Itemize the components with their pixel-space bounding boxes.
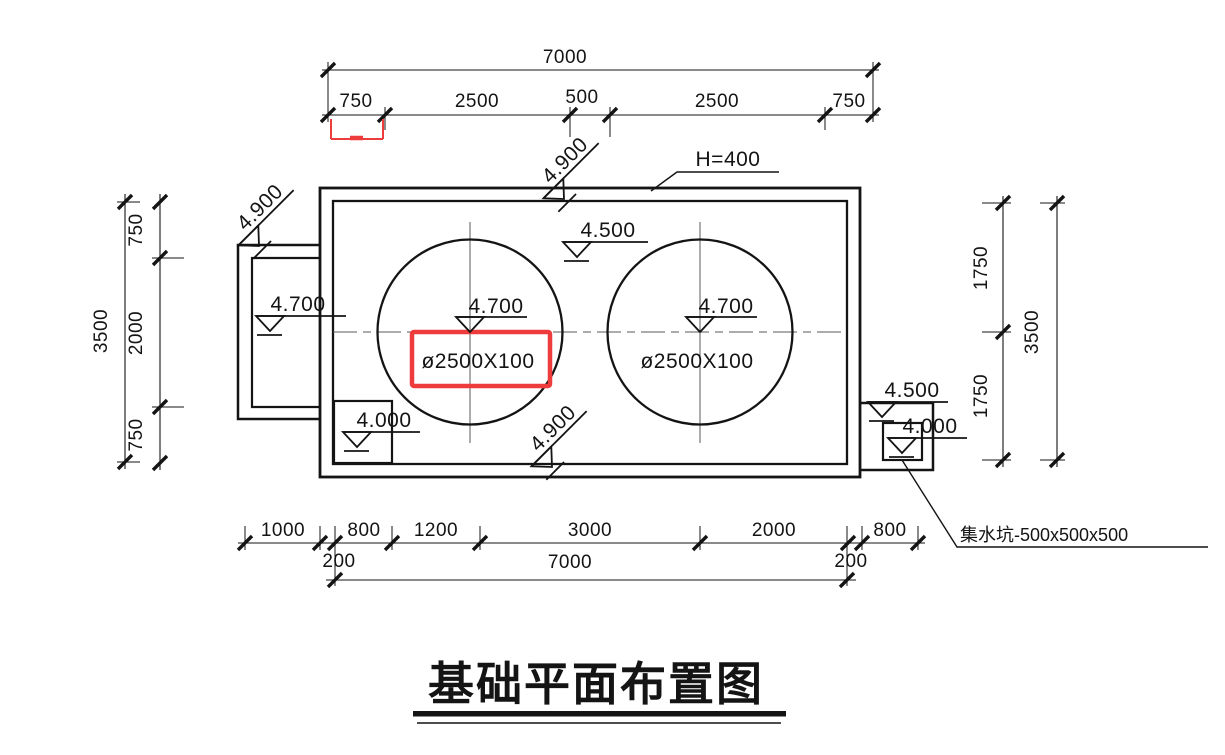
highlight-bracket[interactable] bbox=[330, 119, 384, 141]
dim-top-seg-4: 750 bbox=[832, 91, 865, 112]
dim-top-seg-0: 750 bbox=[339, 91, 372, 112]
dim-bottom-seg-0: 1000 bbox=[261, 520, 305, 541]
elevation-bottom-left-step-value: 4.000 bbox=[356, 409, 411, 432]
dim-right-seg-0: 1750 bbox=[971, 246, 992, 290]
elevation-top-left-value: 4.900 bbox=[232, 180, 287, 235]
dim-top: 7000 750 2500 500 2500 750 bbox=[319, 47, 882, 137]
dim-top-seg-2: 500 bbox=[565, 87, 598, 108]
elevation-tank-top: 4.500 bbox=[560, 219, 648, 262]
right-foundation-label: ø2500X100 bbox=[640, 350, 753, 373]
tank-outer-wall bbox=[318, 186, 862, 479]
dim-top-seg-1: 2500 bbox=[455, 91, 499, 112]
dim-top-total: 7000 bbox=[543, 47, 587, 68]
title-underline-thick bbox=[413, 711, 786, 717]
elevation-left-circle-value: 4.700 bbox=[468, 295, 523, 318]
left-pedestal-inner bbox=[250, 256, 320, 409]
left-pedestal-outer bbox=[236, 243, 320, 421]
dim-bottom-seg-1: 800 bbox=[347, 520, 380, 541]
elevation-bottom-center-value: 4.900 bbox=[525, 401, 580, 456]
dim-left-seg-2: 750 bbox=[126, 418, 147, 451]
wall-height-note: H=400 bbox=[650, 148, 779, 192]
elevation-right-circle-value: 4.700 bbox=[698, 295, 753, 318]
elevation-sump-lower: 4.000 bbox=[885, 415, 967, 458]
left-foundation-label: ø2500X100 bbox=[421, 350, 534, 373]
dim-right: 1750 1750 3500 bbox=[971, 194, 1066, 469]
elevation-left-pedestal: 4.700 bbox=[253, 293, 346, 336]
sump-pit-note: 集水坑-500x500x500 bbox=[901, 459, 1208, 548]
dim-right-total: 3500 bbox=[1022, 310, 1043, 354]
sump-outer bbox=[860, 401, 935, 472]
dim-left-seg-0: 750 bbox=[126, 213, 147, 246]
dim-left-seg-1: 2000 bbox=[126, 311, 147, 355]
drawing-title: 基础平面布置图 bbox=[428, 659, 764, 710]
highlight-box[interactable] bbox=[409, 329, 553, 389]
drawing-title-block: 基础平面布置图 bbox=[413, 659, 786, 724]
dim-left-total: 3500 bbox=[91, 309, 112, 353]
elevation-top-center: 4.900 bbox=[537, 133, 600, 213]
left-pedestal bbox=[236, 243, 320, 421]
elevation-left-pedestal-value: 4.700 bbox=[270, 293, 325, 316]
elevation-sump-upper: 4.500 bbox=[865, 379, 948, 422]
elevation-left-circle: 4.700 bbox=[453, 295, 527, 334]
dim-bottom-seg-3: 3000 bbox=[568, 520, 612, 541]
elevation-top-left: 4.900 bbox=[232, 180, 295, 260]
dim-bottom-seg-4: 2000 bbox=[752, 520, 796, 541]
dim-bottom-inset-0: 200 bbox=[322, 551, 355, 572]
dim-bottom-seg-5: 800 bbox=[873, 520, 906, 541]
dim-bottom-seg-2: 1200 bbox=[414, 520, 458, 541]
dim-bottom-total: 7000 bbox=[548, 552, 592, 573]
sump-pit-note-text: 集水坑-500x500x500 bbox=[960, 525, 1128, 545]
elevation-tank-top-value: 4.500 bbox=[580, 219, 635, 242]
elevation-sump-lower-value: 4.000 bbox=[902, 415, 957, 438]
dim-left: 3500 750 2000 750 bbox=[91, 193, 184, 472]
elevation-right-circle: 4.700 bbox=[683, 295, 757, 334]
dim-top-seg-3: 2500 bbox=[695, 91, 739, 112]
wall-height-note-text: H=400 bbox=[696, 148, 761, 171]
elevation-top-center-value: 4.900 bbox=[537, 133, 592, 188]
dim-bottom-inset-1: 200 bbox=[834, 551, 867, 572]
elevation-sump-upper-value: 4.500 bbox=[884, 379, 939, 402]
dim-bottom: 1000 800 1200 3000 2000 800 200 200 7000 bbox=[236, 520, 927, 589]
elevation-bottom-center: 4.900 bbox=[525, 401, 588, 481]
dim-right-seg-1: 1750 bbox=[971, 374, 992, 418]
left-foundation-circle bbox=[376, 238, 564, 426]
right-foundation-circle bbox=[606, 238, 794, 426]
elevation-bottom-left-step: 4.000 bbox=[340, 409, 420, 452]
